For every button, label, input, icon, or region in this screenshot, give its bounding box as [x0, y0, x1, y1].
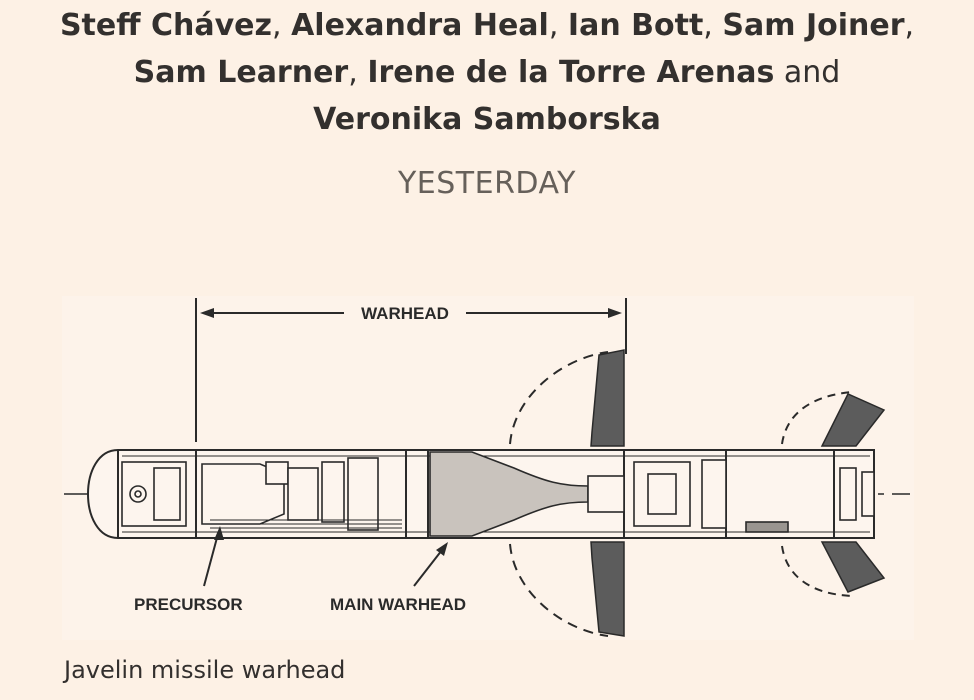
warhead-label: WARHEAD	[361, 304, 449, 323]
mid-fin-top	[590, 349, 625, 447]
author-name[interactable]: Irene de la Torre Arenas	[367, 55, 775, 90]
main-warhead-label: MAIN WARHEAD	[330, 595, 466, 614]
author-name[interactable]: Veronika Samborska	[313, 102, 661, 137]
author-name[interactable]: Sam Learner	[133, 55, 349, 90]
byline-conjunction: and	[783, 55, 841, 90]
diagram-svg: WARHEAD	[62, 296, 914, 640]
author-name[interactable]: Sam Joiner	[722, 8, 905, 43]
publish-date: YESTERDAY	[397, 166, 577, 201]
nose-electronics	[121, 461, 187, 527]
mid-fin-bottom	[590, 541, 625, 637]
figure-caption: Javelin missile warhead	[64, 656, 346, 684]
author-name[interactable]: Steff Chávez	[59, 8, 272, 43]
precursor-charge	[201, 457, 402, 531]
byline-line-3: Veronika Samborska	[0, 96, 974, 143]
byline-separator: ,	[348, 55, 358, 90]
javelin-warhead-diagram: WARHEAD	[62, 296, 914, 640]
aft-section	[587, 459, 875, 533]
fin-sweep-arc	[509, 543, 609, 637]
byline-line-2: Sam Learner, Irene de la Torre Arenas an…	[0, 49, 974, 96]
byline-separator: ,	[548, 8, 559, 43]
author-name[interactable]: Alexandra Heal	[291, 8, 549, 43]
warhead-dimension	[195, 298, 627, 442]
article-byline: Steff Chávez, Alexandra Heal, Ian Bott, …	[0, 2, 974, 143]
byline-line-1: Steff Chávez, Alexandra Heal, Ian Bott, …	[0, 2, 974, 49]
precursor-callout	[203, 526, 224, 587]
byline-separator: ,	[904, 8, 915, 43]
fin-sweep-arc	[509, 351, 609, 445]
byline-separator: ,	[271, 8, 282, 43]
precursor-label: PRECURSOR	[134, 595, 243, 614]
byline-separator: ,	[703, 8, 713, 43]
main-warhead-callout	[413, 542, 448, 587]
tail-fin-top	[820, 393, 886, 447]
tail-fin-bottom	[820, 541, 886, 593]
author-name[interactable]: Ian Bott	[567, 8, 704, 43]
